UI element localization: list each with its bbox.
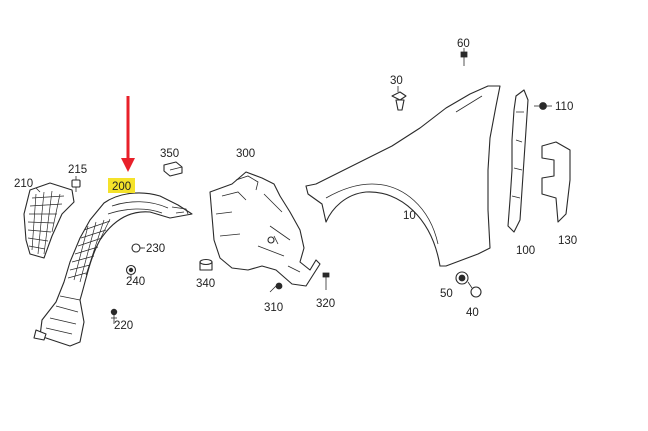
callout-220: 220 (114, 320, 133, 332)
callout-300: 300 (236, 148, 255, 160)
callout-10: 10 (403, 210, 416, 222)
callout-100: 100 (516, 245, 535, 257)
callout-200: 200 (112, 181, 131, 193)
part-215-clip[interactable] (71, 179, 81, 192)
part-220-screw[interactable] (110, 308, 118, 322)
callout-110: 110 (555, 101, 573, 113)
part-50-nut[interactable] (455, 271, 469, 285)
part-110-nut[interactable] (534, 102, 547, 110)
callout-215: 215 (68, 164, 87, 176)
callout-130: 130 (558, 235, 577, 247)
part-350-bracket[interactable] (163, 161, 183, 177)
callout-210: 210 (14, 178, 33, 190)
part-10-front-fender[interactable] (305, 85, 501, 267)
callout-60: 60 (457, 38, 470, 50)
part-310-screw[interactable] (269, 282, 283, 293)
callout-30: 30 (390, 75, 403, 87)
part-320-bolt[interactable] (322, 272, 330, 290)
part-60-bolt[interactable] (460, 51, 468, 66)
callout-350: 350 (160, 148, 179, 160)
red-arrow (121, 96, 135, 172)
part-210-front-liner[interactable] (23, 182, 75, 259)
callout-50: 50 (440, 288, 453, 300)
callout-320: 320 (316, 298, 335, 310)
highlight-box (108, 178, 135, 193)
callout-240: 240 (126, 276, 145, 288)
part-130-bracket[interactable] (541, 141, 571, 223)
leader-lines (35, 48, 552, 324)
part-340-clip[interactable] (199, 258, 213, 271)
part-300-liner-insulation[interactable] (209, 171, 321, 287)
callout-230: 230 (146, 243, 165, 255)
callout-310: 310 (264, 302, 283, 314)
callout-340: 340 (196, 278, 215, 290)
part-100-fender-support[interactable] (507, 89, 529, 233)
part-200-wheel-arch-liner[interactable] (33, 192, 193, 347)
part-240-nut[interactable] (125, 264, 137, 276)
callout-labels: 10 30 40 50 60 100 110 130 200 210 215 2… (14, 38, 577, 332)
callout-40: 40 (466, 307, 479, 319)
part-40-stud[interactable] (467, 281, 482, 298)
part-30-clip[interactable] (391, 91, 407, 111)
